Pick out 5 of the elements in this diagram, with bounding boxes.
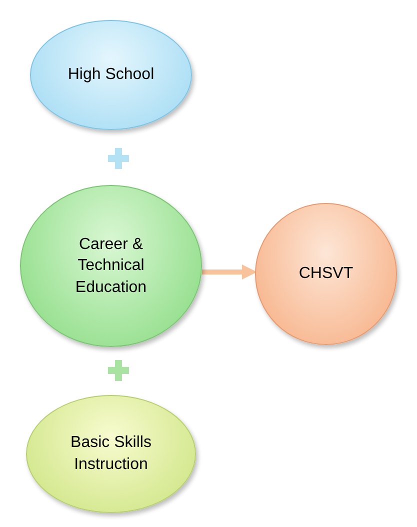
- node-label: CHSVT: [298, 264, 354, 284]
- node-label: Basic Skills Instruction: [70, 433, 152, 475]
- node-label: High School: [68, 65, 154, 86]
- node-label: Career & Technical Education: [74, 234, 148, 298]
- arrow: [202, 264, 257, 280]
